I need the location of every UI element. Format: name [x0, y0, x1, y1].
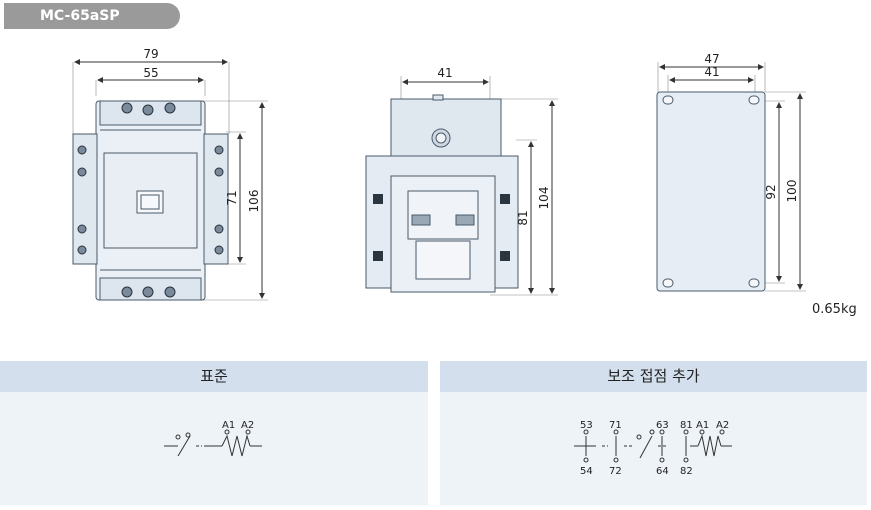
weight-label: 0.65kg	[812, 302, 857, 317]
model-tag: MC-65aSP	[4, 3, 180, 29]
dim-mount-height-inner: 92	[764, 184, 778, 199]
dim-mount-width-outer: 47	[704, 52, 719, 66]
aux-label-54: 54	[580, 466, 593, 477]
aux-label-71: 71	[609, 420, 622, 431]
dim-front-width-inner: 55	[143, 66, 158, 80]
dim-mount-width-inner: 41	[704, 65, 719, 79]
dim-front-height-inner: 71	[225, 190, 239, 205]
aux-label-53: 53	[580, 420, 593, 431]
aux-circuit-symbol: 53 54 71 72 63 64 81 82 A1 A2	[574, 420, 732, 477]
aux-panel: 보조 접점 추가 53 54 71 72 63 64 81	[440, 361, 867, 505]
aux-label-82: 82	[680, 466, 693, 477]
dim-side-height-outer: 104	[537, 187, 551, 210]
dim-mount-height-outer: 100	[785, 180, 799, 203]
aux-label-64: 64	[656, 466, 669, 477]
dim-front-height-outer: 106	[247, 190, 261, 213]
coil-label-a2: A2	[241, 420, 254, 431]
mounting-view	[656, 62, 806, 292]
dim-front-width-outer: 79	[143, 47, 158, 61]
dimension-drawings: 79 55 106 71 41 104 81	[72, 47, 806, 301]
dim-side-height-inner: 81	[516, 210, 530, 225]
standard-panel-title: 표준	[0, 361, 428, 392]
aux-coil-label-a2: A2	[716, 420, 729, 431]
standard-circuit-symbol: A1 A2	[164, 420, 262, 457]
dim-side-top-width: 41	[437, 66, 452, 80]
standard-panel: 표준 A1 A2	[0, 361, 428, 505]
front-view	[72, 59, 268, 301]
aux-label-72: 72	[609, 466, 622, 477]
aux-label-81: 81	[680, 420, 693, 431]
aux-label-63: 63	[656, 420, 669, 431]
side-view	[365, 76, 558, 296]
aux-panel-title: 보조 접점 추가	[440, 361, 867, 392]
aux-coil-label-a1: A1	[696, 420, 709, 431]
coil-label-a1: A1	[222, 420, 235, 431]
